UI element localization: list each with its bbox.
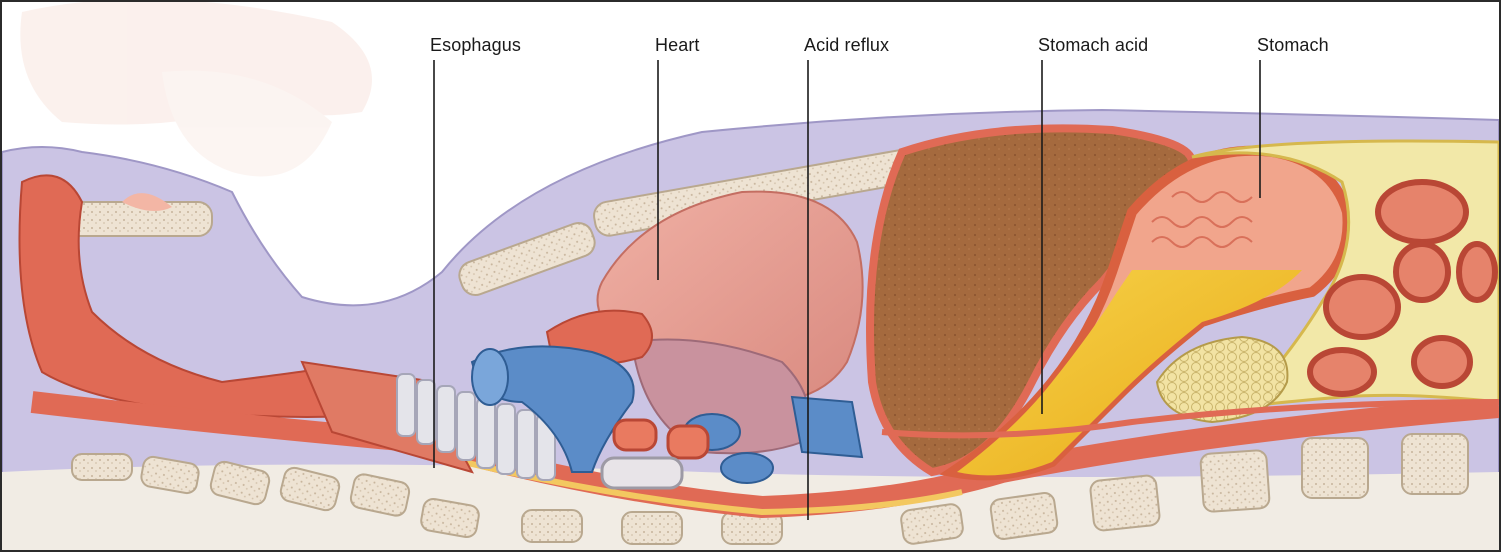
label-stomach-acid: Stomach acid xyxy=(1038,35,1148,56)
label-acid-reflux: Acid reflux xyxy=(804,35,889,56)
label-stomach: Stomach xyxy=(1257,35,1329,56)
label-heart: Heart xyxy=(655,35,700,56)
label-esophagus: Esophagus xyxy=(430,35,521,56)
